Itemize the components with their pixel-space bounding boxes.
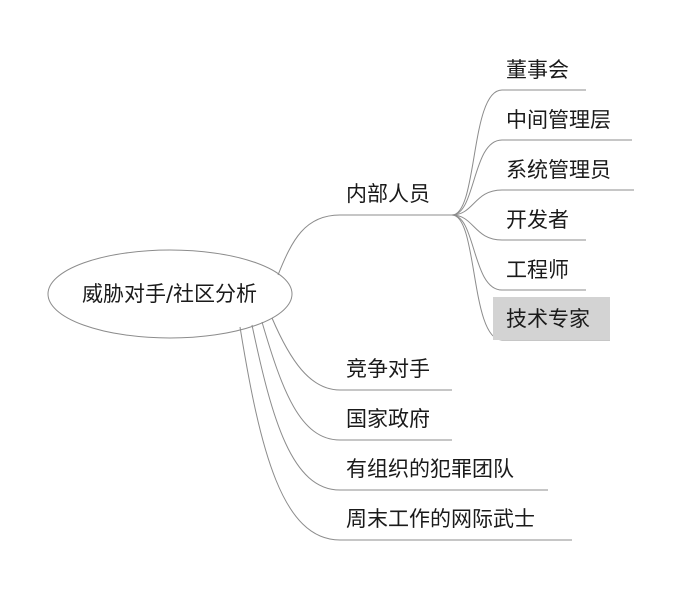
edge-insider-sysadmin — [451, 189, 634, 216]
edge-root-insider — [277, 214, 452, 276]
child-tech-expert-box: 技术专家 — [493, 297, 610, 340]
branch-insider: 内部人员 — [346, 182, 430, 206]
child-board: 董事会 — [506, 58, 569, 82]
edge-insider-middle-mgmt — [451, 139, 632, 216]
root-node-label: 威胁对手/社区分析 — [81, 282, 258, 306]
branch-competitor: 竞争对手 — [346, 357, 430, 381]
root-node-ellipse — [47, 249, 293, 339]
child-system-admin: 系统管理员 — [506, 158, 611, 182]
edge-root-crime-group — [251, 324, 548, 491]
branch-weekend-warrior: 周末工作的网际武士 — [346, 507, 535, 531]
edge-root-government — [261, 321, 452, 441]
child-engineer: 工程师 — [506, 258, 569, 282]
child-tech-expert: 技术专家 — [506, 307, 590, 331]
branch-government: 国家政府 — [346, 407, 430, 431]
branch-crime-group: 有组织的犯罪团队 — [346, 457, 514, 481]
edge-insider-engineer — [451, 214, 586, 291]
edge-root-weekend-warrior — [239, 326, 572, 541]
edge-root-competitor — [271, 317, 452, 391]
child-developer: 开发者 — [506, 208, 569, 232]
child-middle-management: 中间管理层 — [506, 108, 611, 132]
edge-insider-developer — [451, 214, 586, 241]
edge-insider-board — [451, 89, 586, 216]
